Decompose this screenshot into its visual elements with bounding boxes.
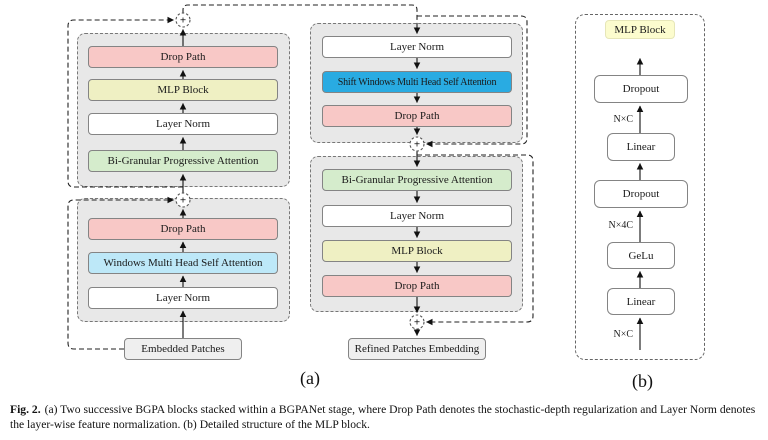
mlp-linear-bottom: Linear: [607, 288, 675, 315]
mlp-gelu: GeLu: [607, 242, 675, 269]
refined-patches-box: Refined Patches Embedding: [348, 338, 486, 360]
block1-drop-path-msa: Drop Path: [88, 218, 278, 240]
block1-layer-norm-mlp: Layer Norm: [88, 113, 278, 135]
dim-label-nxc-bottom: N×C: [613, 329, 633, 340]
skip-block2-msa: [417, 15, 528, 148]
panel-b-label: (b): [632, 371, 653, 391]
svg-text:+: +: [414, 317, 420, 329]
caption-text: (a) Two successive BGPA blocks stacked w…: [10, 403, 756, 432]
panel-a-label: (a): [300, 368, 320, 388]
residual-add-icon: +: [409, 136, 425, 152]
figure-caption: Fig. 2.(a) Two successive BGPA blocks st…: [10, 402, 760, 433]
block2-layer-norm-msa: Layer Norm: [322, 36, 512, 58]
mlp-dropout-mid: Dropout: [594, 180, 688, 208]
residual-add-icon: +: [175, 192, 191, 208]
mlp-dropout-top: Dropout: [594, 75, 688, 103]
embedded-patches-box: Embedded Patches: [124, 338, 242, 360]
dim-label-nx4c: N×4C: [608, 220, 633, 231]
residual-add-icon: +: [409, 314, 425, 330]
skip-block1-mlp: [67, 16, 183, 188]
mlp-linear-top: Linear: [607, 133, 675, 161]
route-block1-to-block2: [182, 4, 421, 35]
block2-bgpa-attention: Bi-Granular Progressive Attention: [322, 169, 512, 191]
skip-block1-msa: [67, 196, 175, 350]
block1-layer-norm-msa: Layer Norm: [88, 287, 278, 309]
block2-drop-path-msa: Drop Path: [322, 105, 512, 127]
caption-tag: Fig. 2.: [10, 403, 41, 416]
svg-text:+: +: [414, 139, 420, 151]
block2-mlp-block: MLP Block: [322, 240, 512, 262]
skip-connections: [67, 4, 534, 350]
block1-mlp-block: MLP Block: [88, 79, 278, 101]
skip-block2-mlp: [417, 154, 534, 326]
connector-layer: + + + + N×C N×4C N×C: [67, 4, 644, 350]
svg-text:+: +: [180, 195, 186, 207]
block1-drop-path-mlp: Drop Path: [88, 46, 278, 68]
block2-layer-norm-mlp: Layer Norm: [322, 205, 512, 227]
svg-text:+: +: [180, 15, 186, 27]
mlp-detail-title: MLP Block: [605, 20, 675, 39]
block2-shift-windows-mhsa: Shift Windows Multi Head Self Attention: [322, 71, 512, 93]
dim-label-nxc-top: N×C: [613, 114, 633, 125]
block1-windows-mhsa: Windows Multi Head Self Attention: [88, 252, 278, 274]
residual-add-icon: +: [175, 12, 191, 28]
block2-drop-path-mlp: Drop Path: [322, 275, 512, 297]
block1-bgpa-attention: Bi-Granular Progressive Attention: [88, 150, 278, 172]
